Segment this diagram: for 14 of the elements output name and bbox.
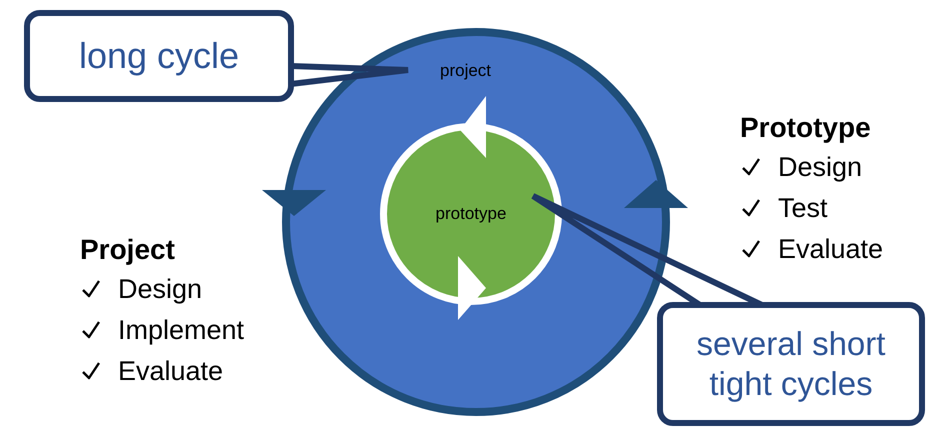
callout-text: long cycle — [78, 34, 240, 78]
list-item: Evaluate — [778, 232, 884, 266]
list-heading: Prototype — [740, 111, 872, 145]
list-item: Evaluate — [118, 354, 224, 388]
list-item: Design — [118, 272, 202, 306]
list-heading: Project — [80, 233, 176, 267]
callout-text: several short tight cycles — [696, 324, 886, 404]
circle-label: project — [440, 60, 492, 82]
callout-box — [657, 302, 925, 426]
callout-box — [24, 10, 294, 102]
list-item: Test — [778, 192, 828, 224]
circle-label: prototype — [436, 203, 506, 226]
list-item: Design — [778, 150, 862, 184]
list-item: Implement — [118, 314, 244, 346]
